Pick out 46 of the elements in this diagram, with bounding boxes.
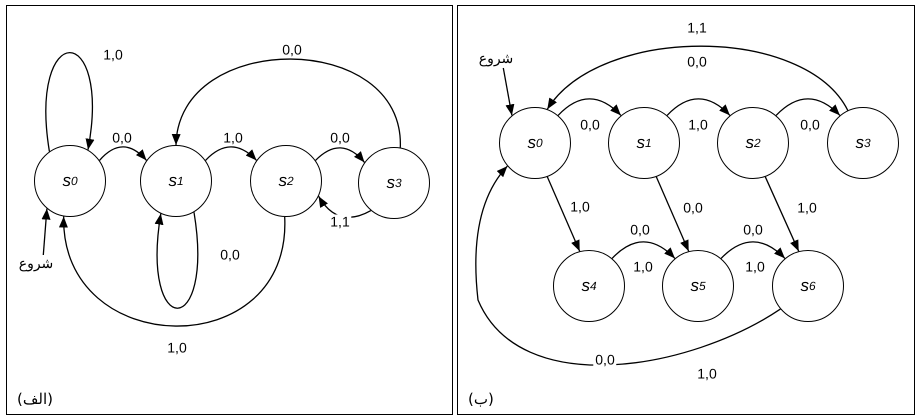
arrow (546, 176, 580, 252)
edge-label: 0,0 (628, 222, 652, 238)
arrow (46, 52, 94, 152)
arrow (776, 98, 840, 116)
edge-label: 0,0 (110, 130, 134, 146)
edge-label: 0,0 (798, 118, 822, 132)
transition-label: 1,0 (695, 366, 719, 382)
start-label: شروع (18, 255, 54, 273)
edge-label: 0,0 (681, 200, 705, 216)
panel-label: (الف) (17, 390, 53, 408)
edge-label: 1,0 (686, 118, 710, 132)
arrow (60, 216, 286, 327)
arrow (546, 46, 848, 111)
edge-label: 1,1 (328, 214, 352, 230)
arrow (502, 68, 514, 116)
arrow (155, 212, 198, 309)
arrow (666, 98, 730, 116)
edge-label: 0,0 (280, 42, 304, 58)
edge-label: 1,0 (795, 200, 819, 216)
edge-label: 1,0 (101, 48, 125, 62)
arrow (99, 146, 147, 161)
edge-label: 1,0 (568, 200, 592, 214)
arrow (315, 147, 365, 163)
edge-label: 0,0 (593, 352, 617, 368)
panel-label: (ب) (468, 390, 494, 408)
arrow (612, 241, 676, 259)
edge-label: 1,0 (221, 130, 245, 146)
arrow (720, 241, 786, 259)
arrow (205, 146, 257, 161)
arrow (318, 196, 372, 218)
arrow (475, 166, 781, 366)
edge-label: 1,1 (685, 20, 709, 36)
start-label: شروع (478, 50, 514, 68)
transition-label: 1,0 (743, 260, 767, 274)
arrow (656, 176, 690, 252)
arrow (764, 176, 800, 252)
transition-label: 0,0 (685, 54, 709, 70)
arrow (42, 208, 51, 256)
edge-label: 0,0 (218, 248, 242, 262)
transition-label: 1,0 (631, 260, 655, 274)
edge-label: 0,0 (578, 118, 602, 132)
edge-label: 1,0 (165, 340, 189, 356)
arrow (174, 58, 401, 148)
arrow (558, 98, 622, 116)
edge-label: 0,0 (741, 222, 765, 238)
edge-label: 0,0 (328, 130, 352, 146)
